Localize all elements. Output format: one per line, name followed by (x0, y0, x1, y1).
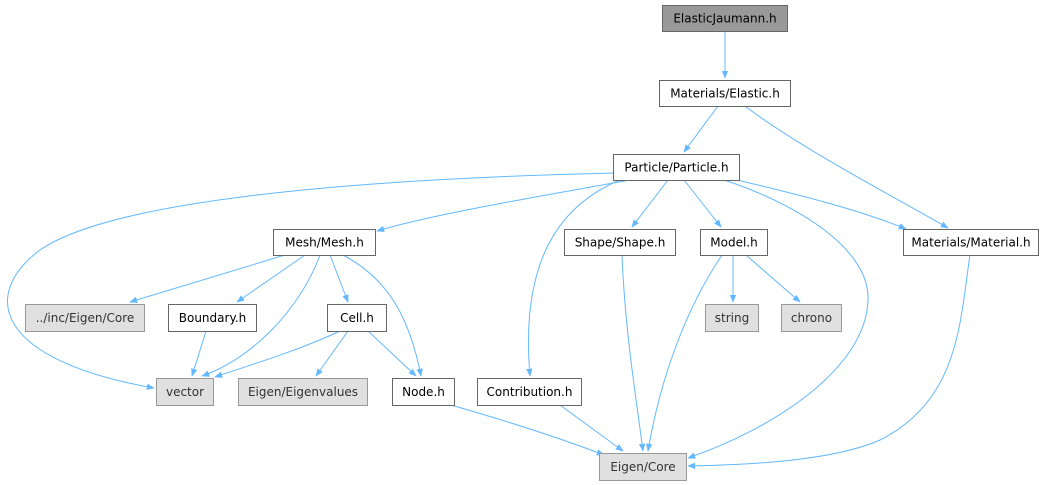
node-box (781, 304, 842, 332)
edge-mesh-to-inc-eigen-core (129, 254, 286, 303)
node-label: Shape/Shape.h (575, 236, 666, 250)
node-mesh[interactable]: Mesh/Mesh.h (273, 229, 376, 256)
edge-model-to-eigen-core (646, 254, 723, 452)
edge-mesh-to-node (342, 254, 423, 377)
node-label: string (715, 311, 749, 325)
edge-particle-to-contribution (526, 179, 621, 377)
node-label: chrono (791, 311, 832, 325)
node-box (599, 453, 687, 481)
node-label: ../inc/Eigen/Core (36, 311, 135, 325)
edge-node-to-eigen-core (450, 404, 605, 456)
node-label: Cell.h (340, 311, 374, 325)
node-box (903, 229, 1039, 256)
node-model[interactable]: Model.h (700, 229, 768, 256)
node-particle[interactable]: Particle/Particle.h (613, 154, 740, 181)
node-label: Eigen/Eigenvalues (248, 385, 358, 399)
edge-materials-elastic-to-materials-material (744, 105, 949, 229)
edge-contribution-to-eigen-core (559, 404, 624, 452)
node-box (662, 5, 788, 32)
node-box (156, 378, 214, 406)
node-materials-elastic[interactable]: Materials/Elastic.h (659, 80, 791, 107)
node-label: Particle/Particle.h (624, 161, 728, 175)
node-box (564, 229, 676, 256)
edge-cell-to-vector (214, 330, 341, 378)
edge-model-to-chrono (745, 254, 801, 303)
node-label: ElasticJaumann.h (673, 12, 776, 26)
edge-boundary-to-vector (191, 330, 207, 377)
node-label: Mesh/Mesh.h (285, 236, 364, 250)
edge-mesh-to-cell (329, 254, 349, 303)
edge-particle-to-vector (7, 172, 616, 390)
node-box (168, 304, 257, 332)
node-elastic-jaumann[interactable]: ElasticJaumann.h (662, 5, 788, 32)
node-cell[interactable]: Cell.h (327, 304, 387, 332)
node-vector: vector (156, 378, 214, 406)
node-label: Eigen/Core (610, 460, 675, 474)
node-contribution[interactable]: Contribution.h (477, 378, 582, 406)
node-string: string (705, 304, 759, 332)
node-label: vector (166, 385, 204, 399)
edge-particle-to-shape (631, 179, 669, 228)
edge-materials-elastic-to-particle (683, 105, 719, 153)
edge-particle-to-eigen-core (687, 179, 869, 459)
node-box (25, 304, 145, 332)
edge-shape-to-eigen-core (621, 254, 646, 452)
node-node[interactable]: Node.h (392, 378, 455, 406)
node-box (327, 304, 387, 332)
node-chrono: chrono (781, 304, 842, 332)
node-materials-material[interactable]: Materials/Material.h (903, 229, 1039, 256)
edges-layer (7, 31, 971, 470)
node-label: Model.h (710, 236, 757, 250)
edge-mesh-to-vector (201, 254, 321, 377)
edge-cell-to-eigen-eigenvalues (315, 330, 349, 377)
node-box (392, 378, 455, 406)
node-label: Materials/Elastic.h (670, 87, 780, 101)
node-inc-eigen-core: ../inc/Eigen/Core (25, 304, 145, 332)
node-label: Contribution.h (487, 385, 573, 399)
node-box (705, 304, 759, 332)
node-eigen-eigenvalues: Eigen/Eigenvalues (238, 378, 368, 406)
node-label: Materials/Material.h (911, 236, 1030, 250)
edge-particle-to-model (683, 179, 722, 228)
node-label: Node.h (402, 385, 445, 399)
node-eigen-core: Eigen/Core (599, 453, 687, 481)
edge-mesh-to-boundary (236, 254, 306, 303)
edge-cell-to-node (367, 330, 417, 377)
node-label: Boundary.h (179, 311, 247, 325)
edge-particle-to-mesh (376, 179, 631, 232)
node-box (273, 229, 376, 256)
node-box (613, 154, 740, 181)
node-box (700, 229, 768, 256)
node-box (659, 80, 791, 107)
nodes-layer: ElasticJaumann.hMaterials/Elastic.hParti… (25, 5, 1039, 481)
node-shape[interactable]: Shape/Shape.h (564, 229, 676, 256)
node-box (477, 378, 582, 406)
node-boundary[interactable]: Boundary.h (168, 304, 257, 332)
edge-particle-to-materials-material (736, 179, 907, 230)
edge-materials-material-to-eigen-core (687, 254, 971, 470)
node-box (238, 378, 368, 406)
